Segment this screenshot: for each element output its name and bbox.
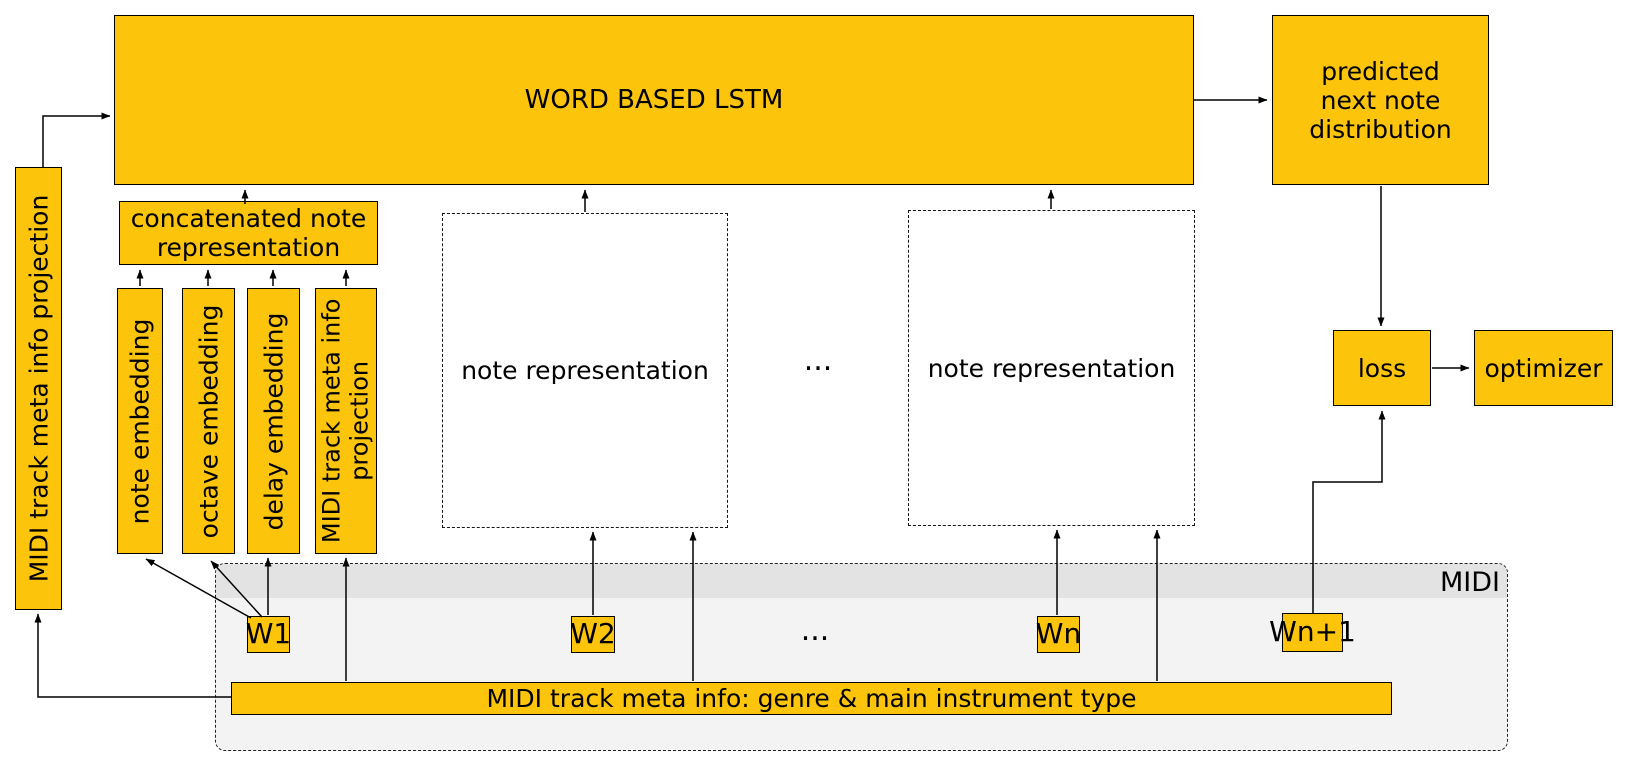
token-w1: W1 <box>245 616 292 653</box>
note-representation-box-right: note representation <box>908 210 1195 526</box>
optimizer-box: optimizer <box>1474 330 1613 406</box>
token-w2-label: W2 <box>570 617 616 651</box>
midi-track-meta-info-projection-left-box: MIDI track meta info projection <box>15 167 62 610</box>
token-wn-plus-1: Wn+1 <box>1269 613 1356 652</box>
predicted-next-note-distribution-box: predicted next note distribution <box>1272 15 1489 185</box>
octave-embedding-label: octave embedding <box>194 304 224 538</box>
word-based-lstm-label: WORD BASED LSTM <box>524 84 784 115</box>
midi-track-meta-info-bar-label: MIDI track meta info: genre & main instr… <box>486 684 1137 713</box>
delay-embedding-label: delay embedding <box>259 312 289 530</box>
optimizer-label: optimizer <box>1484 353 1603 383</box>
midi-input-container: MIDI <box>215 563 1508 751</box>
midi-track-meta-info-bar: MIDI track meta info: genre & main instr… <box>231 682 1392 715</box>
ellipsis-between-tokens: ... <box>800 613 830 648</box>
arrow-left-projection-to-lstm <box>42 112 111 167</box>
midi-container-header-band <box>216 564 1507 598</box>
predicted-next-note-distribution-label: predicted next note distribution <box>1309 56 1452 144</box>
token-w1-label: W1 <box>245 617 292 651</box>
octave-embedding-box: octave embedding <box>182 288 235 554</box>
concatenated-note-representation-label: concatenated note representation <box>130 204 367 262</box>
note-embedding-box: note embedding <box>117 288 163 554</box>
token-wn: Wn <box>1035 616 1082 653</box>
arrow-meta-bar-to-left-projection <box>34 613 232 698</box>
note-representation-label: note representation <box>927 353 1176 383</box>
midi-track-meta-info-projection-embedding-box: MIDI track meta info projection <box>315 288 377 554</box>
note-representation-box-left: note representation <box>442 213 728 528</box>
midi-track-meta-info-projection-embedding-label: MIDI track meta info projection <box>317 298 373 544</box>
delay-embedding-box: delay embedding <box>247 288 300 554</box>
word-based-lstm-box: WORD BASED LSTM <box>114 15 1194 185</box>
token-w2: W2 <box>570 616 616 653</box>
ellipsis-between-note-representations: ... <box>803 343 833 378</box>
midi-track-meta-info-projection-left-label: MIDI track meta info projection <box>24 194 54 583</box>
loss-label: loss <box>1357 353 1407 383</box>
token-wn-plus-1-label: Wn+1 <box>1269 615 1356 649</box>
note-embedding-label: note embedding <box>125 318 155 524</box>
concatenated-note-representation-box: concatenated note representation <box>119 201 378 265</box>
loss-box: loss <box>1333 330 1431 406</box>
note-representation-label: note representation <box>461 356 709 385</box>
token-wn-label: Wn <box>1035 617 1082 651</box>
midi-container-label: MIDI <box>1439 567 1500 598</box>
